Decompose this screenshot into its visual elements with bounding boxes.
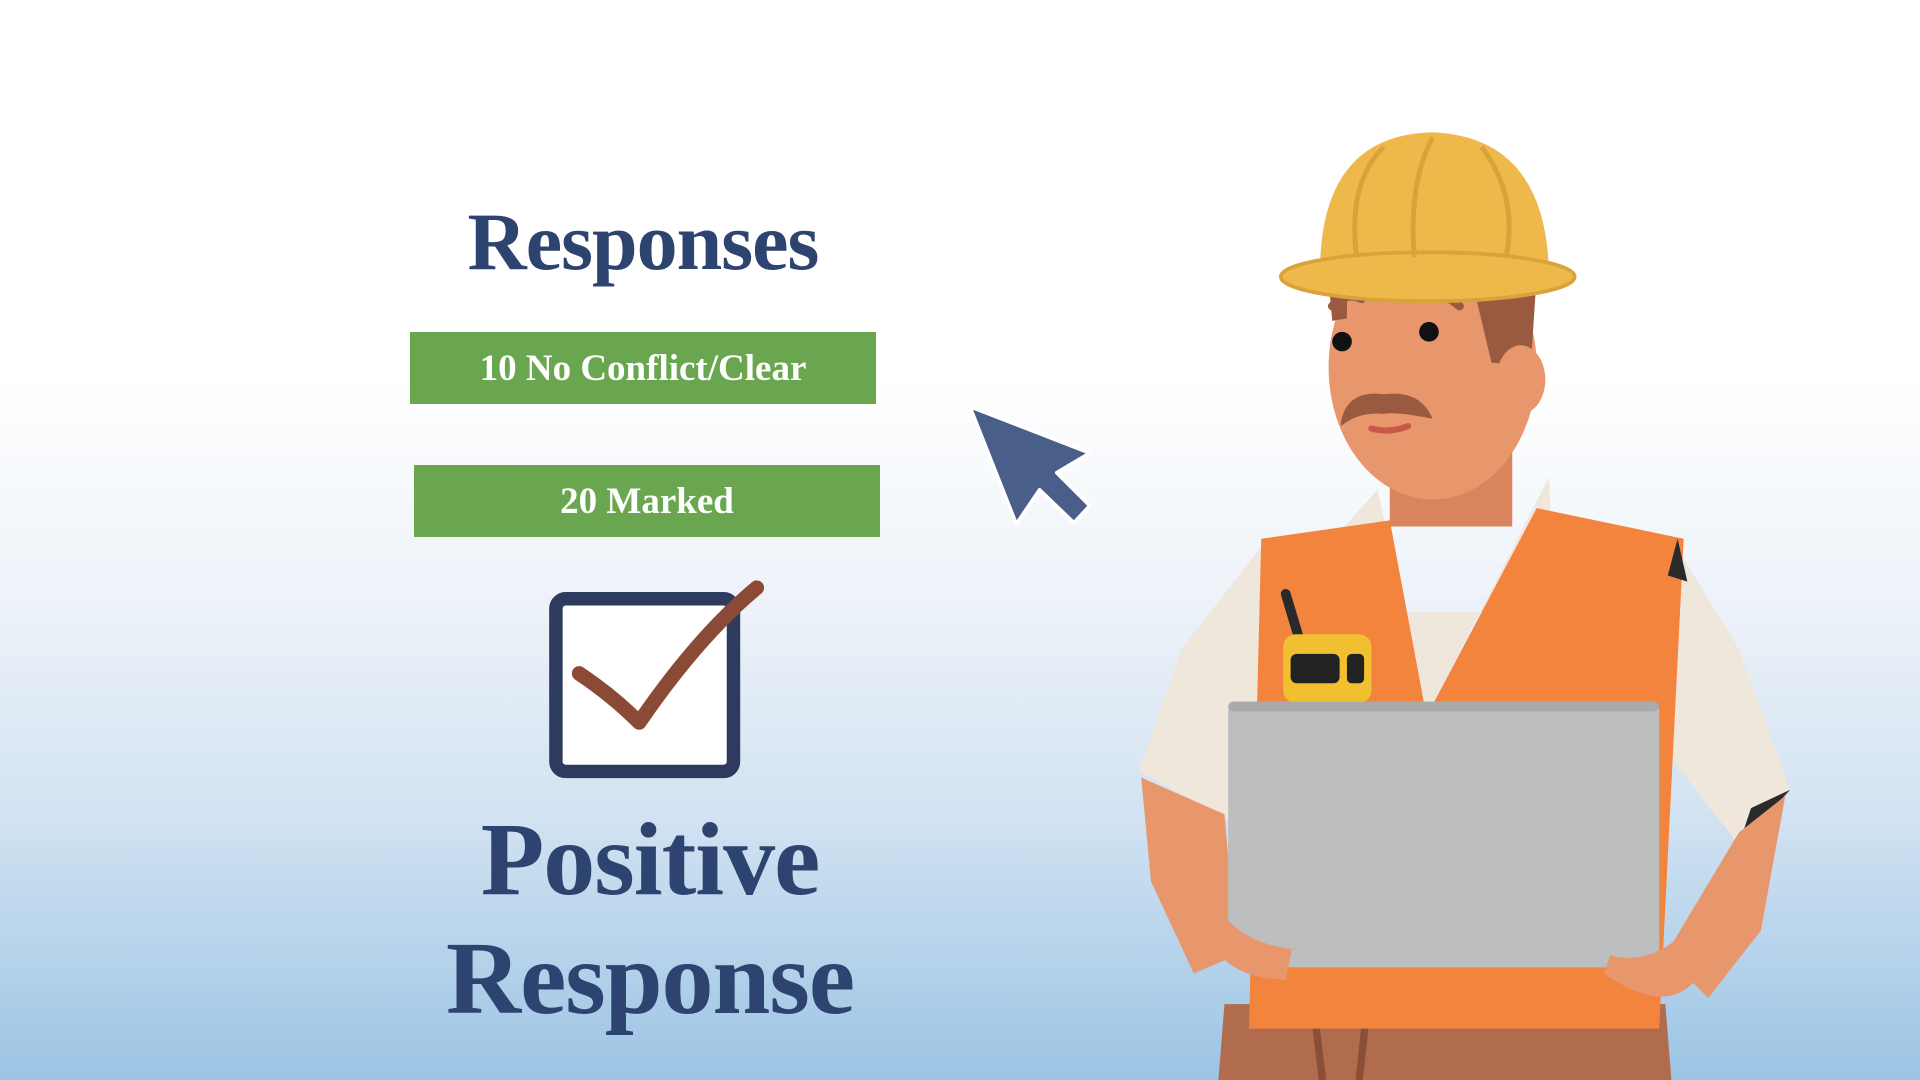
positive-response-label: Positive Response [445,802,855,1036]
no-conflict-clear-badge: 10 No Conflict/Clear [410,332,876,404]
checkbox-checked-icon [549,580,765,779]
construction-worker-illustration [1138,132,1791,1080]
marked-badge: 20 Marked [414,465,880,537]
mouse-pointer-icon [967,404,1092,526]
responses-heading: Responses [467,196,820,287]
